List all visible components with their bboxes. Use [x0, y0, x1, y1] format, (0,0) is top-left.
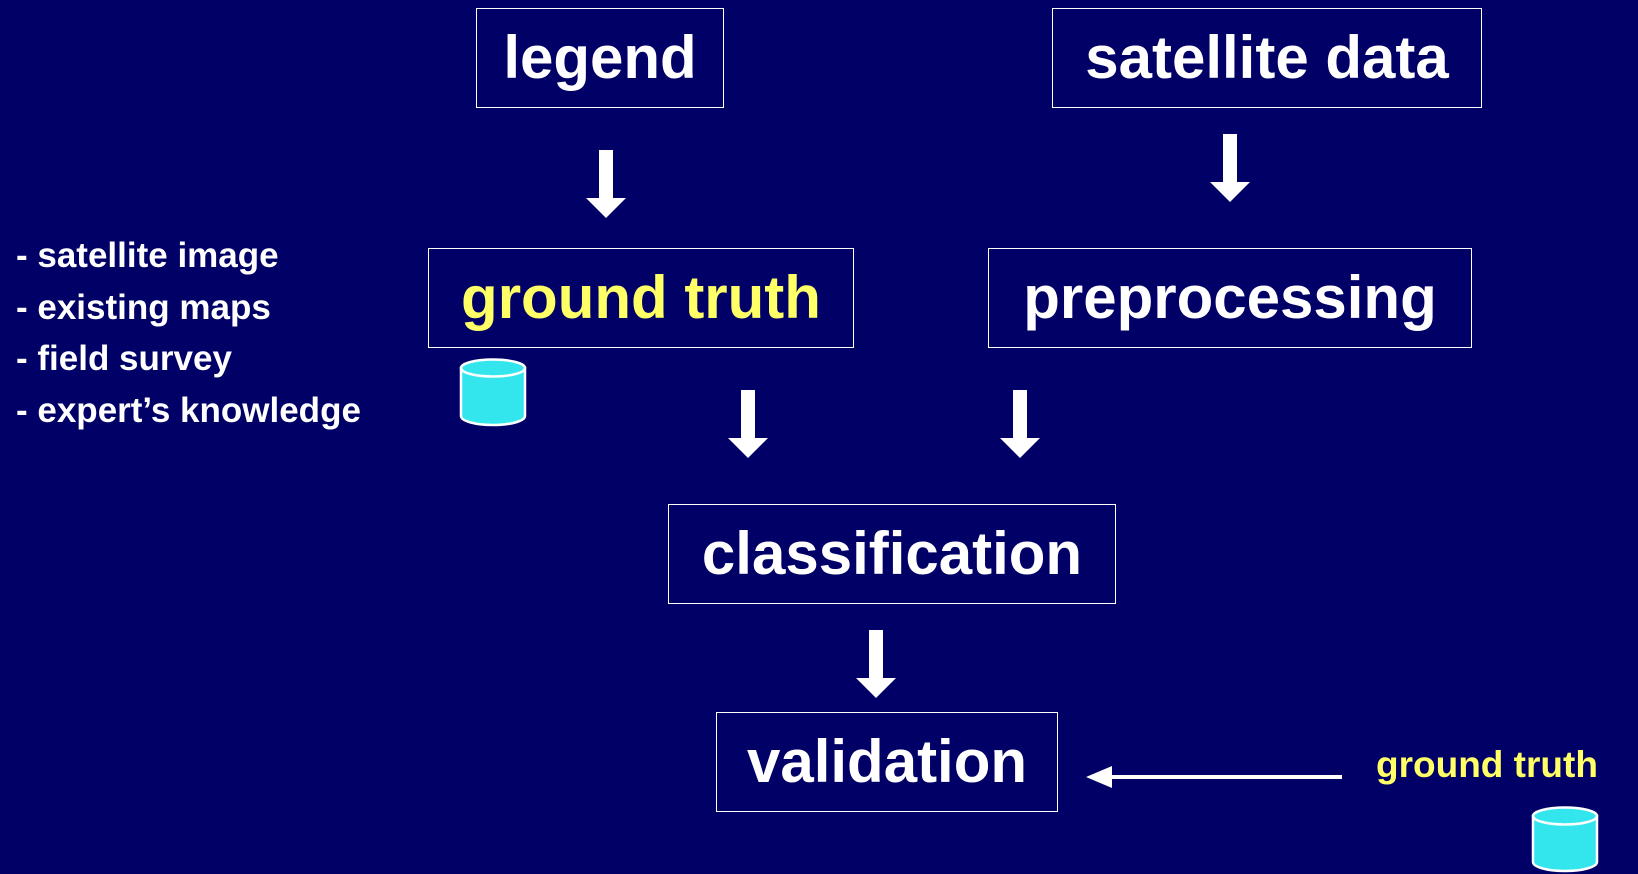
arrow-down-icon [1000, 390, 1040, 458]
legend-label: legend [503, 24, 697, 91]
validation-box: validation [716, 712, 1058, 812]
list-item: - expert’s knowledge [16, 390, 361, 430]
classification-label: classification [701, 520, 1083, 587]
database-cylinder-icon [458, 358, 528, 428]
preprocessing-box: preprocessing [988, 248, 1472, 348]
ground-truth-label: ground truth [461, 264, 821, 331]
arrow-down-icon [728, 390, 768, 458]
satellite-data-label: satellite data [1085, 24, 1449, 91]
ground-truth-sources-list: - satellite image - existing maps - fiel… [16, 230, 361, 436]
list-item: - field survey [16, 339, 232, 378]
ground-truth-box: ground truth [428, 248, 854, 348]
arrow-down-icon [1210, 134, 1250, 202]
legend-box: legend [476, 8, 724, 108]
arrow-down-icon [856, 630, 896, 698]
database-cylinder-icon [1530, 806, 1600, 874]
list-item: - existing maps [16, 287, 271, 327]
validation-label: validation [746, 728, 1028, 795]
validation-ground-truth-label: ground truth [1376, 744, 1598, 785]
arrow-left-icon [1086, 763, 1342, 791]
arrow-down-icon [586, 150, 626, 218]
list-item: - satellite image [16, 236, 279, 275]
preprocessing-label: preprocessing [1023, 264, 1437, 331]
classification-box: classification [668, 504, 1116, 604]
satellite-data-box: satellite data [1052, 8, 1482, 108]
